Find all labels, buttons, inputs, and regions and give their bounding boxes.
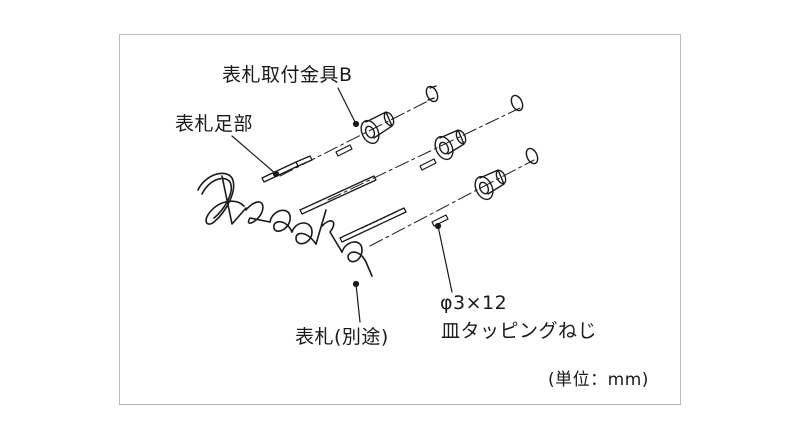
plug-upper xyxy=(425,85,439,103)
leader-lines xyxy=(231,87,453,323)
label-nameplate: 表札(別途) xyxy=(295,326,389,348)
label-screw-type: 皿タッピングねじ xyxy=(441,320,598,342)
label-screw-size: φ3×12 xyxy=(440,292,508,314)
bracket-b-upper xyxy=(360,111,395,145)
label-nameplate-foot: 表札足部 xyxy=(175,113,254,135)
bracket-middle xyxy=(434,129,467,161)
plug-lower xyxy=(525,147,539,165)
label-bracket-b: 表札取付金具B xyxy=(222,64,353,86)
foot-rods xyxy=(261,155,407,243)
bracket-lower xyxy=(474,169,507,201)
nameplate-script xyxy=(197,172,373,277)
plug-middle xyxy=(510,94,524,112)
diagram-frame xyxy=(119,34,681,405)
screws xyxy=(335,144,449,227)
label-unit: (単位：mm) xyxy=(548,370,649,390)
